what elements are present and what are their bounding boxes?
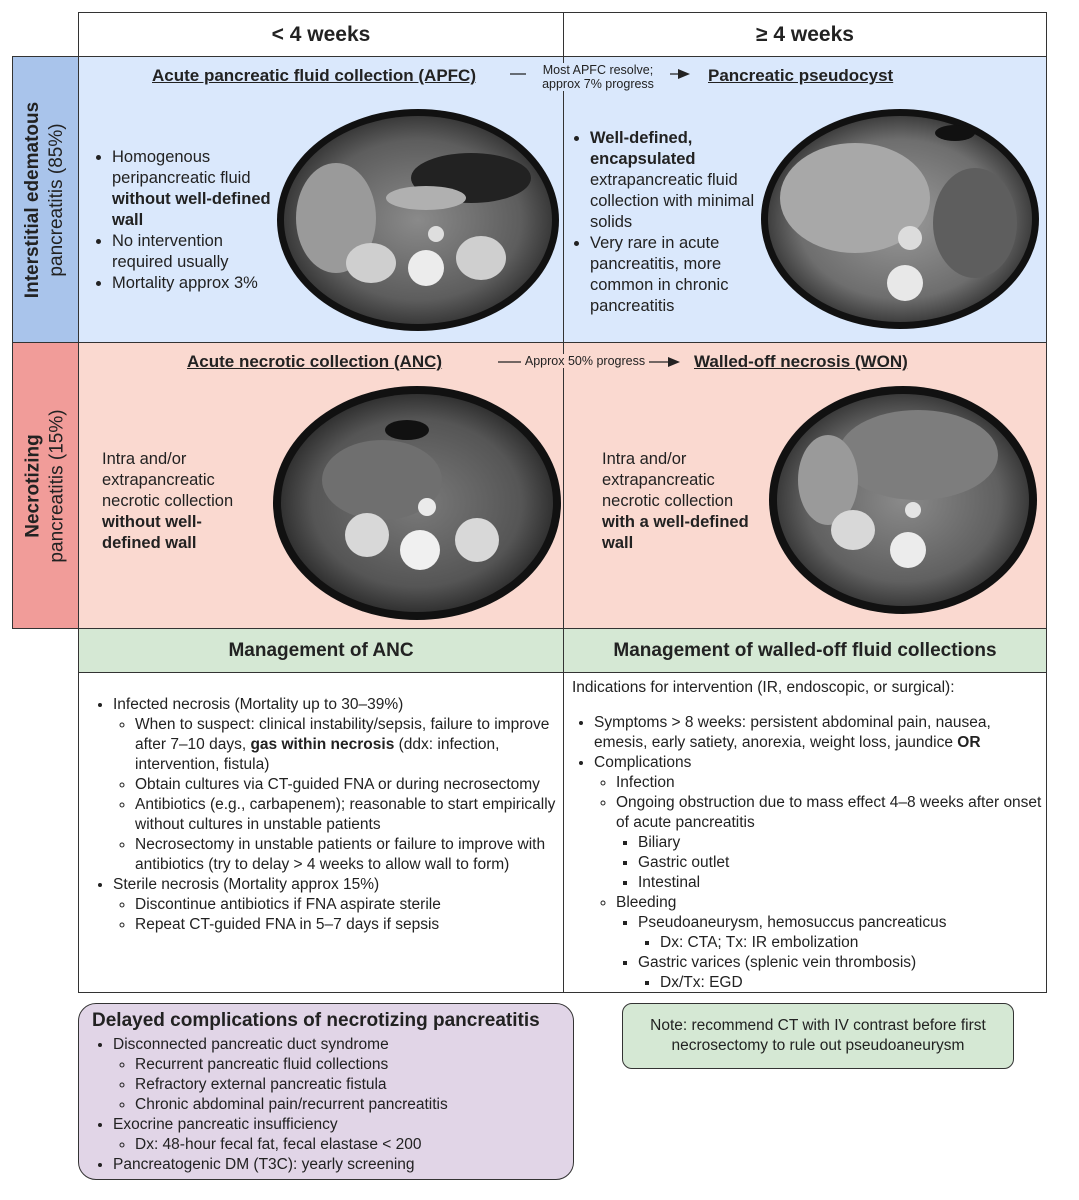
won-description-bold: with a well-defined wall <box>602 513 749 552</box>
row-label-necrotizing-normal: pancreatitis (15%) <box>46 408 68 563</box>
arrow-1-line1: Most APFC resolve; <box>542 63 654 77</box>
apfc-bullet-2-text: No intervention required usually <box>112 232 229 271</box>
column-header-ge4-label: ≥ 4 weeks <box>756 22 854 46</box>
won-infection: Infection <box>616 773 1042 793</box>
anc-infected-text: Infected necrosis (Mortality up to 30–39… <box>113 696 404 713</box>
delayed-recurrent: Recurrent pancreatic fluid collections <box>135 1055 566 1075</box>
row-label-necrotizing-bold: Necrotizing <box>22 433 44 538</box>
delayed-complications-title: Delayed complications of necrotizing pan… <box>92 1010 540 1031</box>
won-dx-cta: Dx: CTA; Tx: IR embolization <box>660 933 1042 953</box>
management-won-list: Indications for intervention (IR, endosc… <box>572 678 1042 993</box>
management-anc-list: Infected necrosis (Mortality up to 30–39… <box>91 695 561 935</box>
anc-necrosectomy: Necrosectomy in unstable patients or fai… <box>135 835 561 875</box>
anc-antibiotics: Antibiotics (e.g., carbapenem); reasonab… <box>135 795 561 835</box>
anc-suspect: When to suspect: clinical instability/se… <box>135 715 561 775</box>
pseudocyst-title: Pancreatic pseudocyst <box>708 66 894 85</box>
won-description: Intra and/or extrapancreatic necrotic co… <box>602 449 760 554</box>
anc-repeat: Repeat CT-guided FNA in 5–7 days if seps… <box>135 915 561 935</box>
column-header-lt4-label: < 4 weeks <box>271 22 371 46</box>
management-won-header-label: Management of walled-off fluid collectio… <box>613 639 997 661</box>
won-symptoms-or: OR <box>957 734 981 751</box>
won-pseudoaneurysm-text: Pseudoaneurysm, hemosuccus pancreaticus <box>638 914 947 931</box>
anc-description: Intra and/or extrapancreatic necrotic co… <box>102 449 260 554</box>
management-won-header: Management of walled-off fluid collectio… <box>563 628 1047 673</box>
delayed-complications-box: Delayed complications of necrotizing pan… <box>78 1003 574 1180</box>
arrow-2-label: Approx 50% progress <box>521 354 649 368</box>
anc-suspect-bold: gas within necrosis <box>250 736 395 753</box>
won-title: Walled-off necrosis (WON) <box>694 352 908 371</box>
delayed-complications-list: Disconnected pancreatic duct syndrome Re… <box>91 1035 566 1175</box>
won-description-text: Intra and/or extrapancreatic necrotic co… <box>602 450 734 510</box>
delayed-chronic: Chronic abdominal pain/recurrent pancrea… <box>135 1095 566 1115</box>
delayed-exocrine: Exocrine pancreatic insufficiency Dx: 48… <box>113 1115 566 1155</box>
anc-suspect-pre: When to suspect: clinical instability/se… <box>135 716 550 753</box>
delayed-dpds: Disconnected pancreatic duct syndrome Re… <box>113 1035 566 1115</box>
row-label-interstitial-bold: Interstitial edematous <box>22 101 44 298</box>
ct-image-anc <box>272 385 564 621</box>
note-box: Note: recommend CT with IV contrast befo… <box>622 1003 1014 1069</box>
won-bleeding-text: Bleeding <box>616 894 677 911</box>
arrow-1-line2: approx 7% progress <box>542 77 654 91</box>
apfc-bullet-3-text: Mortality approx 3% <box>112 274 258 292</box>
won-symptoms: Symptoms > 8 weeks: persistent abdominal… <box>594 713 1042 753</box>
won-gastric-outlet: Gastric outlet <box>638 853 1042 873</box>
delayed-fistula: Refractory external pancreatic fistula <box>135 1075 566 1095</box>
won-obstruction-text: Ongoing obstruction due to mass effect 4… <box>616 794 1042 831</box>
pseudocyst-bullet-2-text: Very rare in acute pancreatitis, more co… <box>590 234 729 315</box>
anc-description-text: Intra and/or extrapancreatic necrotic co… <box>102 450 234 510</box>
won-intestinal: Intestinal <box>638 873 1042 893</box>
won-varices: Gastric varices (splenic vein thrombosis… <box>638 953 1042 993</box>
arrow-apfc-to-pseudocyst: Most APFC resolve; approx 7% progress <box>508 63 693 95</box>
anc-description-bold: without well-defined wall <box>102 513 202 552</box>
column-header-ge4: ≥ 4 weeks <box>563 12 1047 57</box>
apfc-bullet-3: Mortality approx 3% <box>112 273 272 294</box>
apfc-title: Acute pancreatic fluid collection (APFC) <box>152 66 476 85</box>
pseudocyst-bullets: Well-defined, encapsulated extrapancreat… <box>568 128 763 317</box>
won-intro: Indications for intervention (IR, endosc… <box>572 679 955 696</box>
won-varices-text: Gastric varices (splenic vein thrombosis… <box>638 954 917 971</box>
management-anc-header-label: Management of ANC <box>228 639 414 661</box>
apfc-bullet-1: Homogenous peripancreatic fluid without … <box>112 147 272 231</box>
won-obstruction: Ongoing obstruction due to mass effect 4… <box>616 793 1042 893</box>
pseudocyst-bullet-1-text: extrapancreatic fluid collection with mi… <box>590 171 755 231</box>
won-bleeding: Bleeding Pseudoaneurysm, hemosuccus panc… <box>616 893 1042 993</box>
won-complications: Complications Infection Ongoing obstruct… <box>594 753 1042 993</box>
anc-cultures: Obtain cultures via CT-guided FNA or dur… <box>135 775 561 795</box>
anc-infected: Infected necrosis (Mortality up to 30–39… <box>113 695 561 875</box>
anc-sterile: Sterile necrosis (Mortality approx 15%) … <box>113 875 561 935</box>
anc-suspect-post: (ddx: infection, intervention, fistula) <box>135 736 500 773</box>
delayed-dx-fecal: Dx: 48-hour fecal fat, fecal elastase < … <box>135 1135 566 1155</box>
arrow-1-label: Most APFC resolve; approx 7% progress <box>526 63 670 91</box>
apfc-bullet-2: No intervention required usually <box>112 231 272 273</box>
apfc-bullets: Homogenous peripancreatic fluid without … <box>90 147 272 294</box>
delayed-dpds-text: Disconnected pancreatic duct syndrome <box>113 1036 389 1053</box>
management-anc-box: Infected necrosis (Mortality up to 30–39… <box>78 672 564 993</box>
delayed-dm: Pancreatogenic DM (T3C): yearly screenin… <box>113 1155 566 1175</box>
won-biliary: Biliary <box>638 833 1042 853</box>
pseudocyst-bullet-2: Very rare in acute pancreatitis, more co… <box>590 233 763 317</box>
won-dx-egd: Dx/Tx: EGD <box>660 973 1042 993</box>
delayed-exocrine-text: Exocrine pancreatic insufficiency <box>113 1116 338 1133</box>
pseudocyst-bullet-1: Well-defined, encapsulated extrapancreat… <box>590 128 763 233</box>
apfc-bullet-1-text: Homogenous peripancreatic fluid <box>112 148 251 187</box>
pseudocyst-bullet-1-bold: Well-defined, encapsulated <box>590 129 696 168</box>
management-anc-header: Management of ANC <box>78 628 564 673</box>
ct-image-won <box>768 385 1038 615</box>
won-complications-text: Complications <box>594 754 692 771</box>
ct-image-apfc <box>276 108 560 332</box>
column-header-lt4: < 4 weeks <box>78 12 564 57</box>
arrow-anc-to-won: Approx 50% progress <box>496 352 684 372</box>
note-text: Note: recommend CT with IV contrast befo… <box>650 1017 986 1054</box>
won-symptoms-text: Symptoms > 8 weeks: persistent abdominal… <box>594 714 991 751</box>
ct-image-pseudocyst <box>760 108 1040 330</box>
anc-discontinue: Discontinue antibiotics if FNA aspirate … <box>135 895 561 915</box>
apfc-bullet-1-bold: without well-defined wall <box>112 190 271 229</box>
anc-title: Acute necrotic collection (ANC) <box>187 352 443 371</box>
won-pseudoaneurysm: Pseudoaneurysm, hemosuccus pancreaticus … <box>638 913 1042 953</box>
management-won-box: Indications for intervention (IR, endosc… <box>563 672 1047 993</box>
row-label-interstitial-normal: pancreatitis (85%) <box>46 122 68 277</box>
anc-sterile-text: Sterile necrosis (Mortality approx 15%) <box>113 876 380 893</box>
